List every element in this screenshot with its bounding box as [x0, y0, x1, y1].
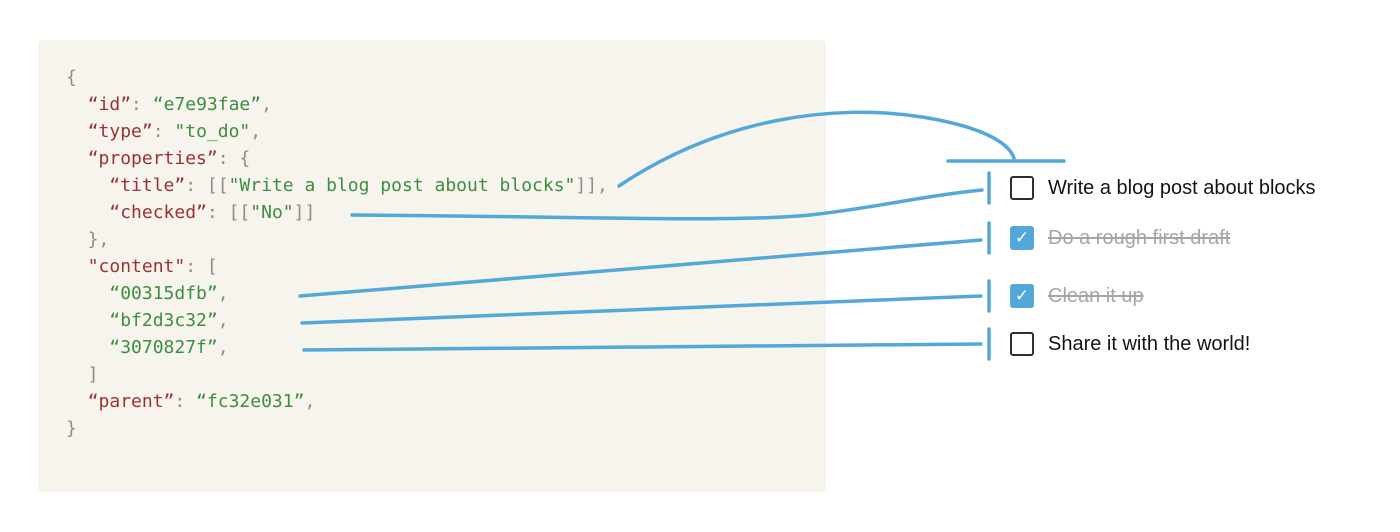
todo-checkbox-unchecked[interactable] — [1010, 176, 1034, 200]
code-string: “3070827f” — [109, 337, 218, 358]
check-icon: ✓ — [1014, 227, 1030, 248]
code-punct: : — [185, 256, 207, 277]
code-line: “parent”: “fc32e031”, — [66, 388, 798, 415]
code-line: }, — [66, 226, 798, 253]
code-string: "Write a blog post about blocks" — [228, 175, 576, 196]
code-key: “properties” — [87, 148, 218, 169]
code-line: } — [66, 415, 798, 442]
code-punct: }, — [66, 229, 110, 250]
code-punct: , — [217, 283, 229, 304]
code-punct: ]] — [293, 202, 316, 223]
code-key: "content" — [87, 256, 186, 277]
json-code-block: { “id”: “e7e93fae”, “type”: "to_do", “pr… — [38, 40, 826, 466]
code-punct: { — [239, 148, 251, 169]
todo-checkbox-checked[interactable]: ✓ — [1010, 226, 1034, 250]
code-line: “properties”: { — [66, 145, 798, 172]
code-punct: ] — [66, 364, 99, 385]
code-punct: , — [250, 121, 262, 142]
code-line: “bf2d3c32”, — [66, 307, 798, 334]
code-line: “00315dfb”, — [66, 280, 798, 307]
code-line: “id”: “e7e93fae”, — [66, 91, 798, 118]
code-key: “title” — [109, 175, 186, 196]
code-line: “type”: "to_do", — [66, 118, 798, 145]
code-punct: [[ — [206, 175, 229, 196]
todo-item: ✓ Do a rough first draft — [1010, 224, 1230, 252]
code-punct: : — [152, 121, 175, 142]
code-punct: : — [206, 202, 229, 223]
code-line: "content": [ — [66, 253, 798, 280]
code-punct: : — [217, 148, 240, 169]
todo-label: Do a rough first draft — [1048, 226, 1231, 249]
code-punct: } — [66, 418, 77, 439]
code-punct: { — [66, 67, 77, 88]
code-punct: , — [261, 94, 272, 115]
code-key: “type” — [87, 121, 153, 142]
todo-item: Write a blog post about blocks — [1010, 174, 1316, 202]
code-punct: , — [217, 337, 229, 358]
code-punct: , — [217, 310, 229, 331]
code-line: “title”: [["Write a blog post about bloc… — [66, 172, 798, 199]
code-string: “fc32e031” — [196, 391, 305, 412]
code-punct: : — [131, 94, 153, 115]
code-punct: : — [174, 391, 197, 412]
code-line: “checked”: [["No"]] — [66, 199, 798, 226]
todo-item: ✓ Clean it up — [1010, 282, 1144, 310]
todo-label: Share it with the world! — [1048, 332, 1251, 355]
code-key: “parent” — [87, 391, 175, 412]
todo-label: Write a blog post about blocks — [1048, 176, 1316, 199]
code-punct: [[ — [228, 202, 251, 223]
code-key: “id” — [87, 94, 132, 115]
code-punct: : — [185, 175, 207, 196]
code-string: "to_do" — [174, 121, 251, 142]
todo-item: Share it with the world! — [1010, 330, 1250, 358]
code-line: ] — [66, 361, 798, 388]
code-string: “e7e93fae” — [152, 94, 262, 115]
code-string: “00315dfb” — [109, 283, 218, 304]
todo-checkbox-unchecked[interactable] — [1010, 332, 1034, 356]
code-punct: , — [304, 391, 316, 412]
todo-checkbox-checked[interactable]: ✓ — [1010, 284, 1034, 308]
check-icon: ✓ — [1014, 285, 1030, 306]
code-line: { — [66, 64, 798, 91]
code-string: "No" — [250, 202, 294, 223]
todo-label: Clean it up — [1048, 284, 1144, 307]
code-key: “checked” — [109, 202, 207, 223]
code-line: “3070827f”, — [66, 334, 798, 361]
code-string: “bf2d3c32” — [109, 310, 218, 331]
code-punct: [ — [206, 256, 218, 277]
